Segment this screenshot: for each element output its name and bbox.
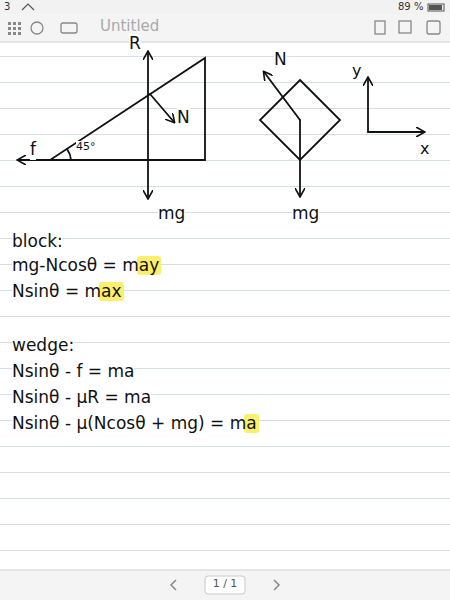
force-label: R — [129, 34, 141, 54]
highlight-mark — [244, 414, 258, 433]
toolbar-icons — [8, 22, 21, 35]
angle-label: 45° — [76, 141, 96, 154]
equation: Nsinθ - μ(Ncosθ + mg) = ma — [12, 414, 257, 434]
equation: mg-Ncosθ = may — [12, 256, 159, 276]
force-label: N — [274, 50, 287, 70]
axis-label: x — [420, 140, 429, 158]
bottom-bar — [0, 570, 450, 600]
equation: Nsinθ - μR = ma — [12, 388, 151, 408]
force-label: f — [30, 140, 36, 160]
highlight-mark — [137, 256, 162, 275]
block-figure — [260, 72, 340, 196]
force-label: mg — [292, 204, 319, 224]
ruled-lines — [0, 56, 450, 562]
status-text: 89 % — [398, 1, 423, 13]
heading-note: block: — [12, 232, 63, 252]
wedge-figure — [18, 52, 205, 198]
axes — [368, 78, 424, 132]
toolbar — [0, 14, 450, 42]
highlight-mark — [99, 282, 123, 301]
heading-note: wedge: — [12, 336, 74, 356]
axis-label: y — [352, 62, 361, 80]
force-label: mg — [158, 204, 185, 224]
equation: Nsinθ - f = ma — [12, 362, 134, 382]
document-title: Untitled — [100, 18, 159, 35]
status-bar — [0, 0, 450, 14]
equation: Nsinθ = max — [12, 282, 122, 302]
page-indicator: 1 / 1 — [213, 578, 238, 591]
status-text: 3 — [4, 1, 10, 13]
force-label: N — [177, 108, 190, 128]
